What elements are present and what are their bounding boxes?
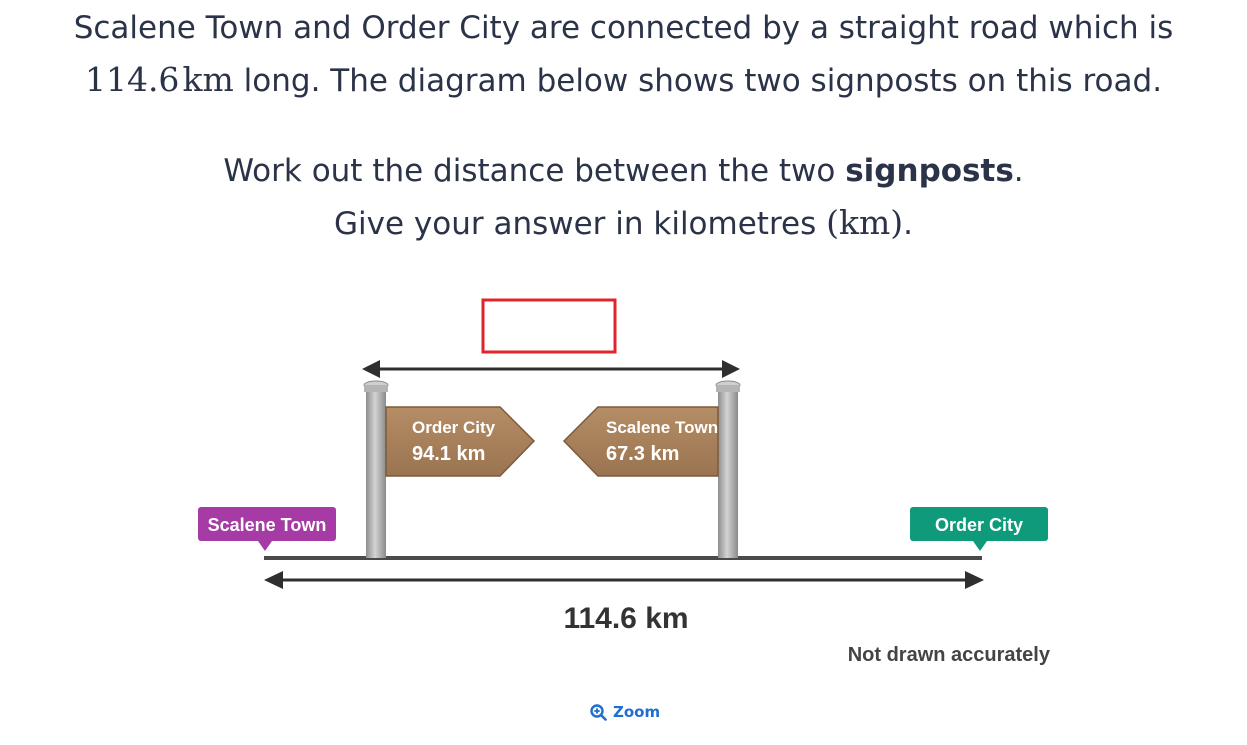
zoom-button[interactable]: Zoom [590, 703, 660, 721]
order-city-tag: Order City [910, 507, 1048, 551]
right-signpost-sign: Scalene Town 67.3 km [562, 406, 719, 477]
left-sign-place: Order City [412, 418, 496, 437]
right-sign-place: Scalene Town [606, 418, 718, 437]
right-sign-distance: 67.3 km [606, 443, 679, 465]
magnifier-plus-icon [590, 703, 607, 721]
answer-unit-pre: Give your answer in kilometres [333, 206, 827, 242]
answer-unit-post: . [903, 206, 914, 242]
answer-box[interactable] [481, 298, 617, 354]
left-signpost-sign: Order City 94.1 km [385, 406, 536, 477]
answer-unit: (km) [826, 203, 904, 242]
right-signpost-pole [715, 380, 741, 558]
question-text: Scalene Town and Order City are connecte… [0, 2, 1247, 107]
instruction-bold: signposts [845, 153, 1014, 189]
scalene-town-tag: Scalene Town [198, 507, 336, 551]
signpost-distance-arrow [362, 360, 740, 378]
left-signpost-pole [363, 380, 389, 558]
order-city-label: Order City [935, 515, 1023, 535]
road-length-unit: km [182, 60, 234, 99]
question-line-1: Scalene Town and Order City are connecte… [73, 10, 1174, 46]
total-distance-label: 114.6 km [563, 602, 688, 635]
instruction-pre: Work out the distance between the two [223, 153, 846, 189]
zoom-label: Zoom [613, 703, 661, 721]
left-sign-distance: 94.1 km [412, 443, 485, 465]
instruction-post: . [1013, 153, 1024, 189]
instruction-text: Work out the distance between the two si… [0, 145, 1247, 250]
question-line-2-rest: long. The diagram below shows two signpo… [233, 63, 1163, 99]
road-length-value: 114.6 [84, 60, 180, 99]
scalene-town-label: Scalene Town [208, 515, 327, 535]
not-drawn-accurately-note: Not drawn accurately [848, 644, 1051, 666]
total-distance-arrow [264, 571, 984, 589]
